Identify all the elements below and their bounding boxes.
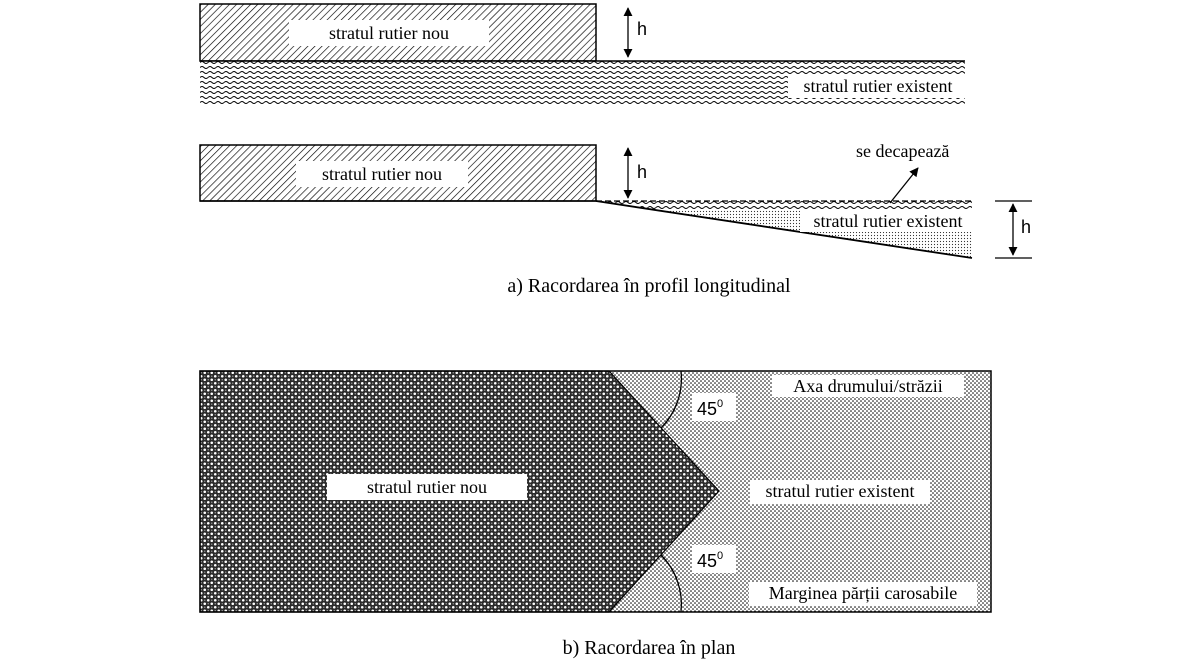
roadway-edge-label-box xyxy=(749,582,977,606)
angle-label-bottom-box xyxy=(692,545,736,573)
lower-existing-layer-label-box xyxy=(800,210,976,232)
lower-height-label-right: h xyxy=(1021,217,1031,237)
angle-label-top-box xyxy=(692,393,736,421)
angle-label-top: 450 xyxy=(697,398,723,419)
plan-view: 450 450 stratul rutier nou Axa drumului/… xyxy=(199,370,992,613)
lower-existing-layer-label: stratul rutier existent xyxy=(814,211,963,231)
lower-new-layer-label: stratul rutier nou xyxy=(322,164,442,184)
profile-upper: stratul rutier nou stratul rutier existe… xyxy=(199,3,968,105)
roadway-edge-label: Marginea părții carosabile xyxy=(769,583,958,603)
road-axis-label-box xyxy=(772,375,964,397)
lower-new-layer-label-box xyxy=(296,161,468,187)
road-axis-label: Axa drumului/străzii xyxy=(793,376,942,396)
part-b-caption: b) Racordarea în plan xyxy=(563,637,736,659)
upper-existing-layer-label: stratul rutier existent xyxy=(804,76,953,96)
plan-existing-layer-label: stratul rutier existent xyxy=(766,481,915,501)
angle-label-bottom: 450 xyxy=(697,550,723,571)
angle-arc-top xyxy=(660,370,683,429)
plan-outline xyxy=(199,370,992,613)
upper-height-label: h xyxy=(637,19,647,39)
profile-lower: stratul rutier nou stratul rutier existe… xyxy=(199,141,1032,259)
stripping-callout-arrow xyxy=(889,167,919,204)
lower-stripped-band xyxy=(596,201,972,210)
lower-slope-line xyxy=(595,200,973,259)
angle-arc-bottom xyxy=(660,554,683,613)
upper-new-layer-label: stratul rutier nou xyxy=(329,23,449,43)
stripping-callout-label: se decapează xyxy=(856,141,949,161)
upper-new-layer-label-box xyxy=(289,20,489,46)
plan-existing-layer-label-box xyxy=(750,480,930,504)
lower-height-label-left: h xyxy=(637,162,647,182)
plan-new-layer-label-box xyxy=(327,474,527,500)
part-a-caption: a) Racordarea în profil longitudinal xyxy=(507,275,791,297)
upper-existing-layer-label-box xyxy=(788,74,968,98)
plan-new-layer-label: stratul rutier nou xyxy=(367,477,487,497)
